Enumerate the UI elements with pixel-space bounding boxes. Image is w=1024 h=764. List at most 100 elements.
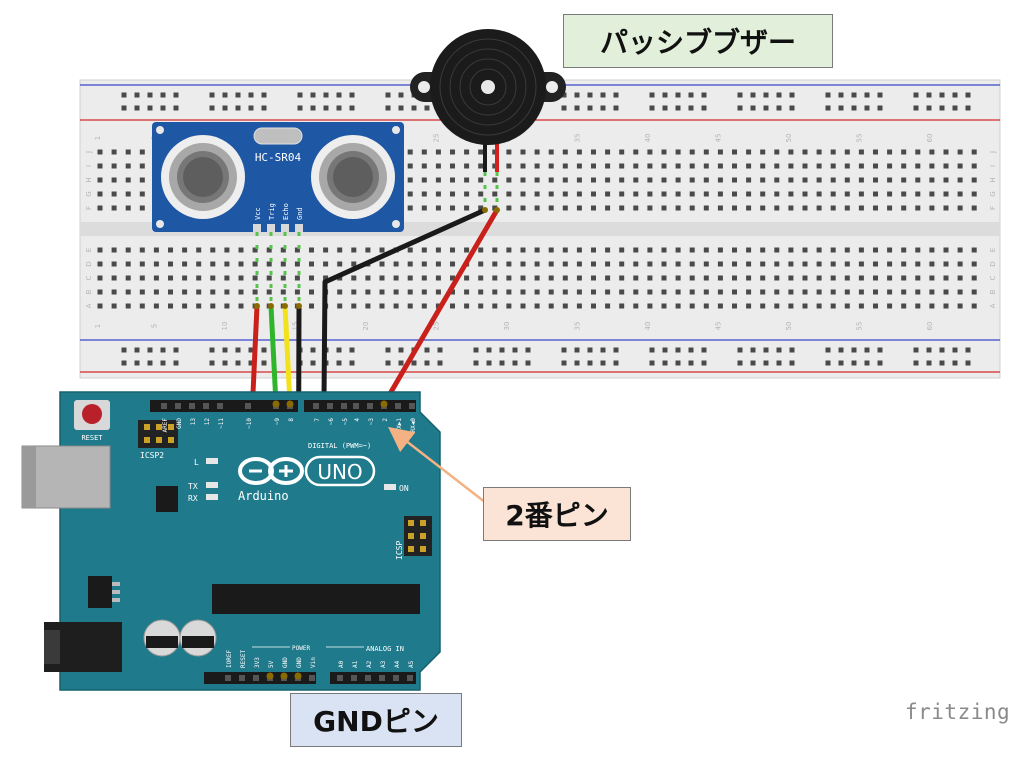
buzzer-center [481, 80, 495, 94]
sensor-pin-label: Vcc [254, 207, 262, 220]
column-number-top: 55 [855, 134, 863, 143]
digital-pin-label: AREF [162, 418, 169, 433]
buzzer-signal-wire [381, 208, 500, 406]
atmega-chip [212, 584, 420, 614]
board-leds [206, 458, 396, 500]
analog-pin-label: A4 [394, 660, 401, 668]
digital-pin-label: ~10 [246, 418, 253, 429]
digital-pin-label: 7 [314, 418, 321, 422]
row-letter: F [85, 206, 93, 210]
usb-connector [21, 445, 111, 509]
digital-pin-label: 2 [382, 418, 389, 422]
column-number-bottom: 20 [362, 322, 370, 331]
digital-pin-label: ~5 [342, 418, 349, 426]
column-number-bottom: 60 [926, 322, 934, 331]
led-l-label: L [194, 458, 199, 467]
row-letter: I [85, 165, 93, 167]
row-letter: G [85, 191, 93, 196]
power-pin-label: Vin [310, 657, 317, 668]
gnd-callout: GNDピン [290, 693, 462, 747]
row-letter: F [989, 206, 997, 210]
column-number-top: 35 [573, 134, 581, 143]
column-number-top: 40 [644, 134, 652, 143]
sensor-pin-header [253, 224, 261, 232]
power-pin-label: GND [296, 657, 303, 668]
row-letter: B [989, 289, 997, 294]
analog-label: ANALOG IN [366, 645, 404, 653]
sensor-transducer-left [161, 135, 245, 219]
power-pin-label: 3V3 [254, 657, 261, 668]
reset-label: RESET [81, 434, 103, 442]
uno-label: UNO [317, 460, 362, 484]
uno-badge [304, 455, 376, 487]
digital-pin-label: ~3 [368, 418, 375, 426]
row-letter: J [85, 151, 93, 154]
digital-pin-label: RX◀0 [410, 418, 417, 433]
column-number-bottom: 10 [221, 322, 229, 331]
row-letter: D [989, 261, 997, 266]
arduino-board [59, 391, 441, 691]
analog-pin-label: A0 [338, 660, 345, 668]
sensor-pin-label: Gnd [296, 207, 304, 220]
row-letter: E [85, 248, 93, 252]
row-letter: G [989, 191, 997, 196]
arduino-wire-terminals [266, 400, 388, 680]
breadboard-holes [97, 92, 977, 366]
icsp-header [404, 516, 432, 556]
row-letter: E [989, 248, 997, 252]
column-number-bottom: 1 [94, 324, 102, 328]
digital-label: DIGITAL (PWM=~) [308, 442, 371, 450]
pin2-callout: 2番ピン [483, 487, 631, 541]
sensor-pin-header [295, 224, 303, 232]
row-letter: D [85, 261, 93, 266]
column-number-bottom: 15 [291, 322, 299, 331]
led-tx-label: TX [188, 482, 198, 491]
on-label: ON [399, 484, 409, 493]
voltage-regulator [88, 576, 120, 608]
echo-wire [282, 305, 293, 405]
analog-pin-label: A2 [366, 660, 373, 668]
led-rx-label: RX [188, 494, 198, 503]
digital-pin-label: 8 [288, 418, 295, 422]
analog-pin-label: A1 [352, 660, 359, 668]
fritzing-watermark: fritzing [905, 700, 1011, 724]
column-number-bottom: 25 [432, 322, 440, 331]
power-label: POWER [292, 645, 310, 652]
digital-pin-label: ~11 [218, 418, 225, 429]
analog-pin-label: A5 [408, 660, 415, 668]
digital-pin-label: 12 [204, 418, 211, 426]
row-letter: C [989, 275, 997, 280]
digital-pin-label: ~6 [328, 418, 335, 426]
column-number-bottom: 50 [785, 322, 793, 331]
row-letter: A [989, 303, 997, 308]
passive-buzzer [410, 29, 566, 210]
pin2-arrow [388, 426, 491, 507]
arduino-logo-icon [238, 457, 304, 485]
capacitor-1 [143, 619, 181, 657]
icsp2-label: ICSP2 [140, 451, 164, 460]
column-number-top: 25 [432, 134, 440, 143]
capacitor-2 [179, 619, 217, 657]
column-number-bottom: 45 [714, 322, 722, 331]
column-number-bottom: 55 [855, 322, 863, 331]
row-letter: B [85, 289, 93, 294]
power-pin-label: IOREF [226, 650, 233, 668]
column-number-bottom: 30 [503, 322, 511, 331]
trig-wire [268, 305, 279, 405]
sensor-crystal [253, 127, 303, 145]
row-letter: J [989, 151, 997, 154]
digital-pin-label: TX▶1 [396, 418, 403, 433]
power-pin-label: 5V [268, 660, 275, 668]
digital-pin-label: ~9 [274, 418, 281, 426]
digital-header-left [150, 400, 298, 412]
column-number-bottom: 35 [573, 322, 581, 331]
power-pin-label: GND [282, 657, 289, 668]
buzzer-callout: パッシブブザー [563, 14, 833, 68]
power-header [204, 672, 316, 684]
digital-pin-label: 13 [190, 418, 197, 426]
